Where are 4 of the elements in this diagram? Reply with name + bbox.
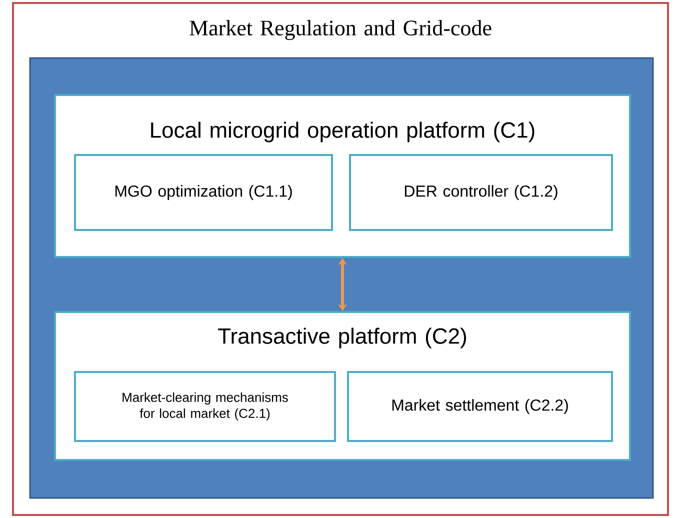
component-box: Market settlement (C2.2)	[347, 371, 613, 442]
component-box: MGO optimization (C1.1)	[74, 154, 333, 231]
component-box: DER controller (C1.2)	[349, 154, 613, 231]
component-box: Market-clearing mechanisms for local market (C2.1)	[74, 371, 336, 442]
